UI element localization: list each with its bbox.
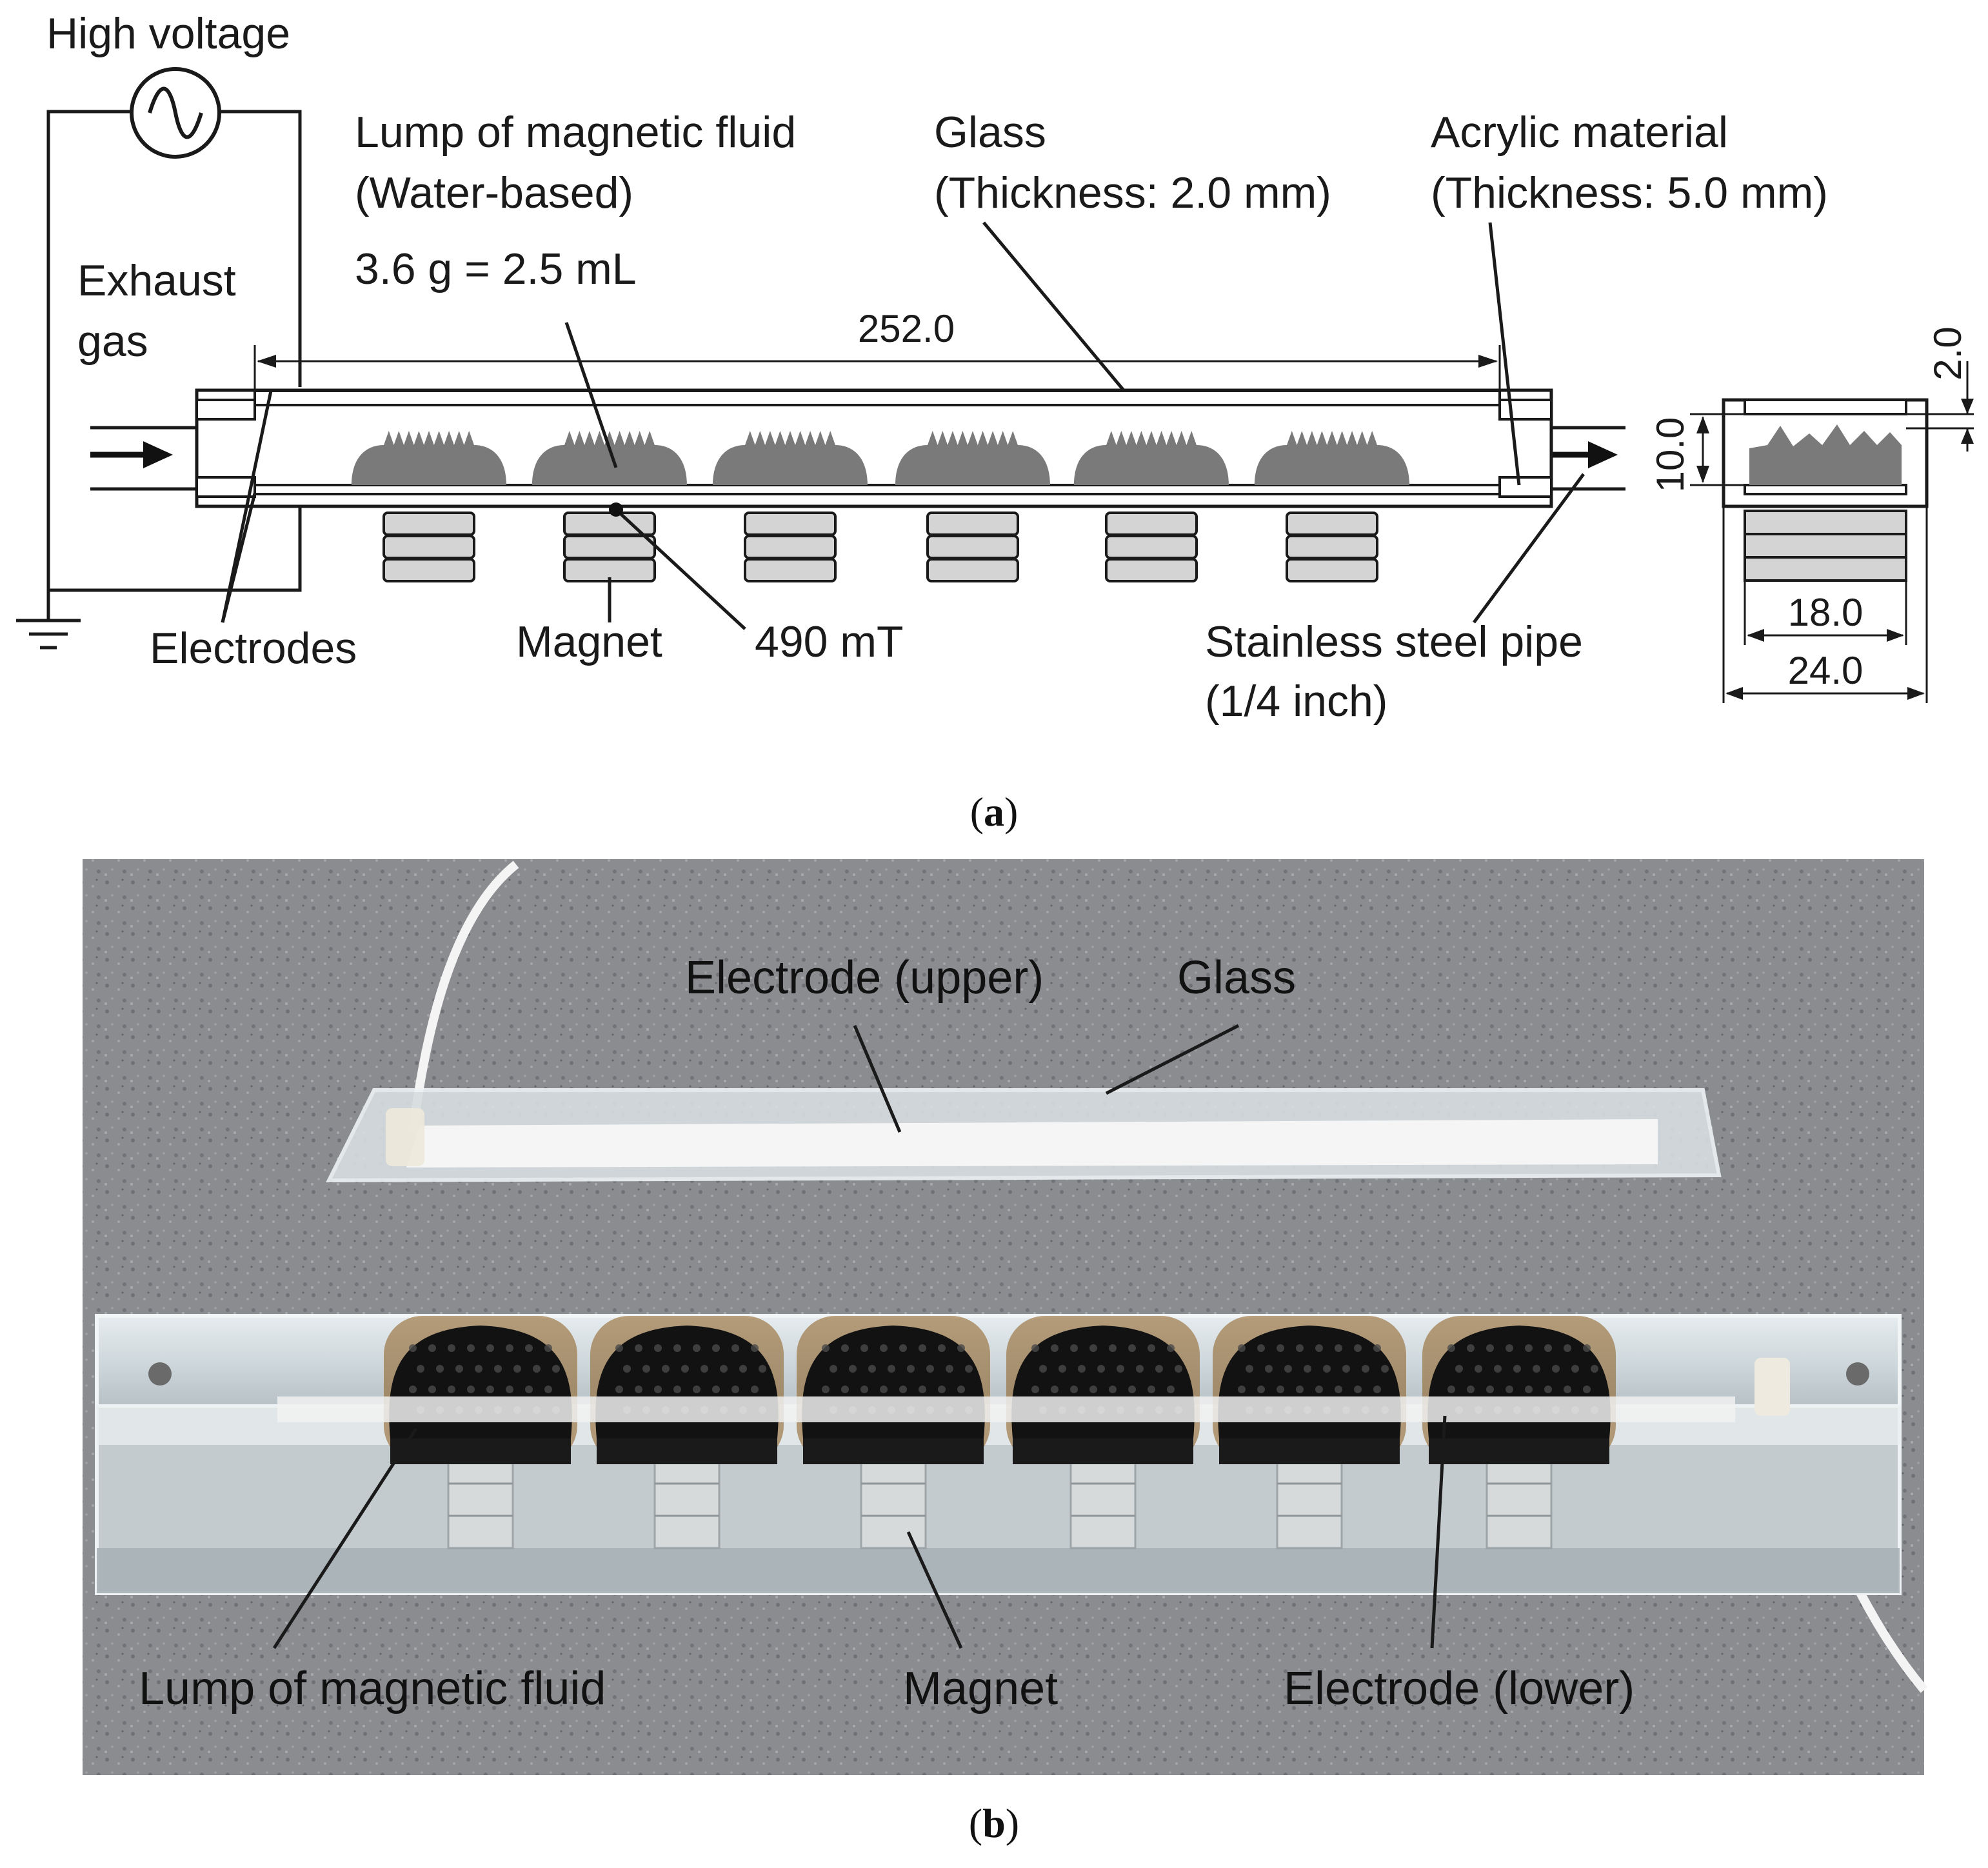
fluid-lump-1 [352,431,506,485]
outer-width-dimension-label: 24.0 [1788,649,1864,692]
photo-electrode-lower-label: Electrode (lower) [1284,1663,1635,1714]
exhaust-label-line1: Exhaust [77,256,236,305]
length-dimension: 252.0 [253,307,1501,390]
acrylic-reactor [95,1314,1902,1595]
upper-glass-plate [253,390,1501,406]
acrylic-label-line1: Acrylic material [1431,108,1728,157]
inner-width-dimension-label: 18.0 [1788,591,1864,634]
lower-glass-plate [253,484,1501,495]
magnet-stack-4 [926,512,1019,582]
photo-leader-lines [272,1024,1447,1649]
photo-panel: Electrode (upper) Glass Lump of magnetic… [83,859,1928,1775]
lump-label-line2: (Water-based) [355,168,633,217]
exhaust-arrow-left-icon [90,441,173,468]
photo-lump-2 [590,1316,784,1464]
glass-label-line2: (Thickness: 2.0 mm) [934,168,1331,217]
fluid-lump-6 [1255,431,1409,485]
magnet-stack-2 [563,512,656,582]
photo-lump-4 [1006,1316,1200,1464]
cross-section-view: 10.0 2.0 18.0 24.0 [1649,326,1974,703]
glass-label-line1: Glass [934,108,1046,157]
photo-lump-5 [1213,1316,1406,1464]
pipe-label-line2: (1/4 inch) [1205,677,1387,726]
photo-lump-6 [1422,1316,1616,1464]
magnet-stack-5 [1105,512,1198,582]
height-dimension-label: 10.0 [1649,417,1692,493]
leader-lines [221,221,1585,630]
magnet-label: Magnet [516,617,662,666]
fluid-lump-3 [713,431,868,485]
field-strength-label: 490 mT [755,617,904,666]
magnet-stacks [383,512,1378,582]
lump-label-line3: 3.6 g = 2.5 mL [355,244,637,293]
photo-glass-label: Glass [1177,952,1296,1004]
fluid-lump-2 [532,431,687,485]
fluid-lump-5 [1074,431,1229,485]
pipe-label-line1: Stainless steel pipe [1205,617,1583,666]
length-dimension-label: 252.0 [858,307,955,350]
acrylic-label-line2: (Thickness: 5.0 mm) [1431,168,1828,217]
magnet-stack-6 [1286,512,1378,582]
caption-b: (b) [969,1800,1019,1846]
high-voltage-label: High voltage [46,9,290,58]
cross-section-fluid [1749,424,1902,485]
high-voltage-circuit [16,67,302,650]
upper-glass-assembly [326,1088,1722,1183]
ground-icon [16,590,81,650]
caption-a: (a) [970,789,1019,835]
photo-electrode-upper-label: Electrode (upper) [685,952,1044,1004]
photo-lump-label: Lump of magnetic fluid [139,1663,606,1714]
fluid-lump-4 [895,431,1050,485]
glass-dimension-label: 2.0 [1926,326,1969,380]
photo-lump-3 [797,1316,990,1464]
exhaust-label-line2: gas [77,317,148,366]
lump-label-line1: Lump of magnetic fluid [355,108,796,157]
magnet-stack-1 [383,512,475,582]
schematic-panel: 252.0 10 [16,9,1974,835]
photo-magnet-3 [855,1438,932,1549]
stainless-steel-pipes [90,426,1625,491]
magnet-stack-3 [744,512,837,582]
photo-magnet-label: Magnet [903,1663,1058,1714]
lower-electrode [277,1396,1735,1422]
electrodes-label: Electrodes [150,624,357,673]
photo-lump-1 [384,1316,577,1464]
magnetic-fluid-lumps [352,431,1409,485]
upper-electrode [406,1119,1658,1168]
